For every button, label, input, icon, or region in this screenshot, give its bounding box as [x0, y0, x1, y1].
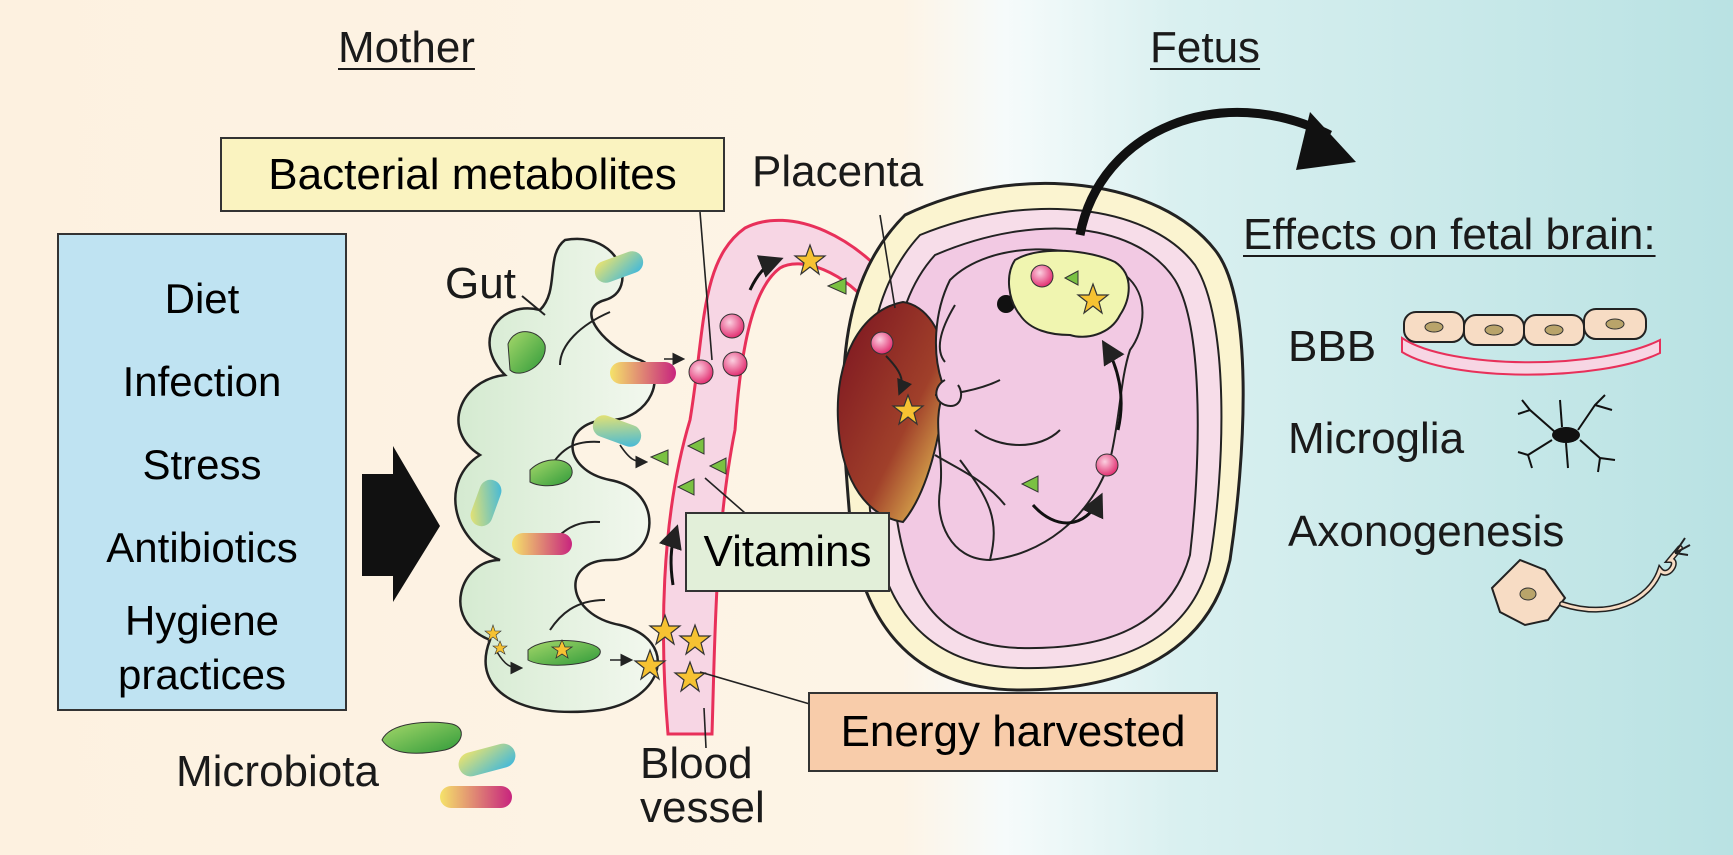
vitamins-box: Vitamins — [685, 512, 890, 592]
neuron-illustration — [1490, 537, 1691, 627]
energy-harvested-label: Energy harvested — [840, 707, 1186, 756]
factor-hygiene-line-1: Hygiene — [124, 597, 280, 644]
effects-arrow — [1075, 107, 1333, 236]
microbiota-label: Microbiota — [176, 747, 379, 796]
factor-hygiene-practices: Hygiene practices — [118, 589, 286, 707]
input-arrow — [362, 446, 440, 602]
bacterial-metabolites-box: Bacterial metabolites — [220, 137, 725, 212]
maternal-factors-box: Diet Infection Stress Antibiotics Hygien… — [57, 233, 347, 711]
gut-label: Gut — [445, 259, 516, 308]
vessel-contents — [633, 243, 847, 693]
fetal-brain — [1008, 249, 1130, 338]
effect-axonogenesis: Axonogenesis — [1288, 507, 1565, 556]
factor-antibiotics: Antibiotics — [106, 523, 298, 571]
microglia-illustration — [1517, 394, 1616, 473]
effect-bbb: BBB — [1288, 322, 1377, 371]
effect-microglia: Microglia — [1288, 414, 1465, 463]
vitamins-label: Vitamins — [703, 527, 872, 576]
effects-title: Effects on fetal brain: — [1243, 210, 1656, 259]
gut-illustration — [454, 237, 686, 714]
bbb-illustration — [1401, 308, 1661, 376]
bacterial-metabolites-label: Bacterial metabolites — [268, 149, 677, 199]
mother-header: Mother — [338, 23, 475, 72]
blood-vessel-label-line-2: vessel — [640, 783, 765, 832]
factor-diet: Diet — [164, 274, 240, 322]
factor-infection: Infection — [122, 357, 282, 405]
fetus-header: Fetus — [1150, 23, 1261, 72]
leader-lines — [699, 211, 896, 749]
womb-illustration — [836, 182, 1245, 692]
energy-harvested-box: Energy harvested — [808, 692, 1218, 772]
microbiota-bacteria — [381, 721, 516, 808]
factor-stress: Stress — [142, 440, 262, 488]
placenta-label: Placenta — [752, 147, 924, 196]
blood-vessel-label-line-1: Blood — [640, 739, 753, 788]
factor-hygiene-line-2: practices — [117, 651, 287, 698]
